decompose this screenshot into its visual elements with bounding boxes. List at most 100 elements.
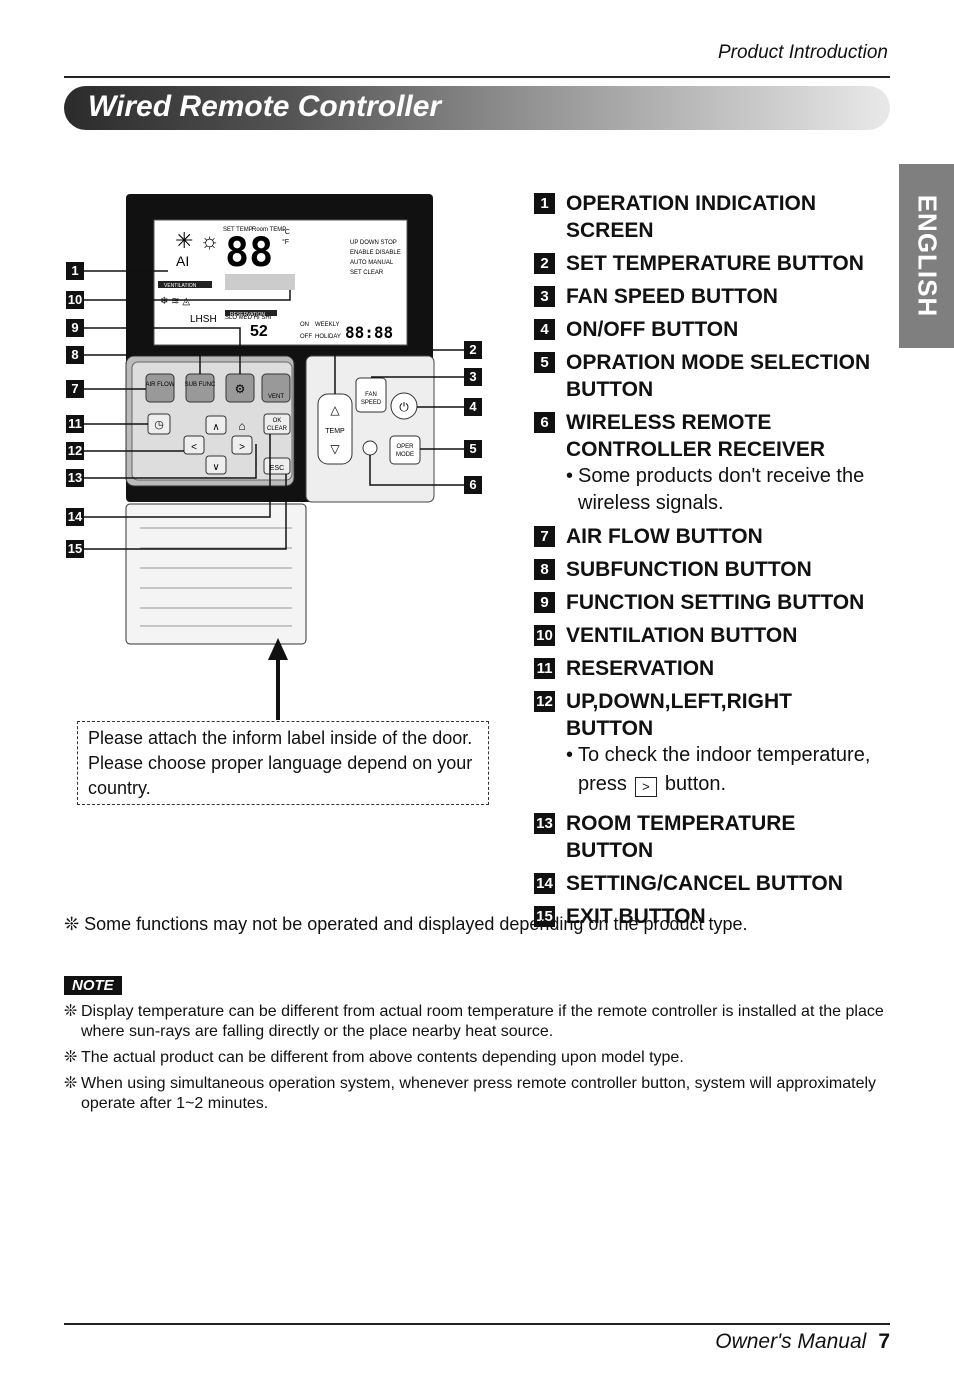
ok-clear-button: OK CLEAR	[263, 413, 291, 435]
note-symbol: ❊	[64, 1049, 78, 1066]
item-number: 3	[534, 286, 555, 307]
air-flow-button: AIR FLOW	[145, 373, 175, 403]
temp-down-icon: ▽	[330, 442, 340, 456]
item-note-text: Some products don't receive the wireless…	[578, 465, 865, 514]
item-number: 10	[534, 625, 555, 646]
esc-button: ESC	[263, 457, 291, 475]
lcd-temp-digits: 88	[225, 230, 273, 276]
item-note: •To check the indoor temperature,	[566, 744, 871, 766]
page-title: Wired Remote Controller	[88, 90, 442, 123]
footer-rule	[64, 1323, 890, 1325]
callout-10: 10	[68, 292, 82, 307]
note-item: ❊Display temperature can be different fr…	[64, 1002, 890, 1042]
up-arrow-icon: ∧	[212, 422, 219, 433]
callout-13: 13	[68, 470, 82, 485]
callout-11: 11	[68, 416, 82, 431]
lcd-clock-digits: 88:88	[345, 323, 393, 342]
power-button	[390, 392, 418, 420]
language-tab: ENGLISH	[899, 164, 954, 348]
vent-label: VENT	[268, 394, 284, 400]
title-banner: Wired Remote Controller	[64, 86, 890, 130]
lcd-set-temp: SET TEMP	[223, 227, 253, 233]
note-text: The actual product can be different from…	[81, 1049, 684, 1066]
fan-speed-button: FAN SPEED	[355, 377, 387, 413]
clear-label: CLEAR	[267, 426, 288, 432]
item-number: 9	[534, 592, 555, 613]
item-number: 4	[534, 319, 555, 340]
lcd-ai-label: AI	[176, 253, 189, 269]
language-label: ENGLISH	[912, 194, 942, 318]
lcd-fan-levels: SLO MED HI SHI	[225, 315, 272, 321]
lcd-set-clear: SET CLEAR	[350, 270, 384, 276]
item-label: AIR FLOW BUTTON	[566, 525, 763, 548]
list-item: 4 ON/OFF BUTTON	[534, 316, 884, 343]
list-item: 2 SET TEMPERATURE BUTTON	[534, 250, 884, 277]
item-label: VENTILATION BUTTON	[566, 624, 798, 647]
item-number: 6	[534, 412, 555, 433]
item-number: 11	[534, 658, 555, 679]
item-note: press>button.	[566, 771, 884, 798]
item-label: SUBFUNCTION BUTTON	[566, 558, 812, 581]
oper-mode-button: OPER MODE	[389, 435, 421, 465]
temp-up-icon: △	[330, 403, 340, 417]
lcd-on: ON	[300, 322, 309, 328]
lcd-reservation: RESERVATION	[230, 312, 265, 318]
note-item: ❊When using simultaneous operation syste…	[64, 1074, 890, 1114]
item-label: FUNCTION SETTING BUTTON	[566, 591, 865, 614]
item-number: 15	[534, 906, 555, 927]
remote-controller-diagram: ✳ ☼ 88 SET TEMP Room TEMP °C °F UP DOWN …	[66, 194, 482, 720]
svg-text:°C: °C	[282, 228, 290, 236]
room-temp-button-icon: >	[634, 776, 657, 797]
page-number: 7	[878, 1330, 890, 1353]
left-callouts: 1 10 9 8 7 11 12 13 14 15	[66, 262, 84, 558]
oper-label: OPER	[396, 444, 414, 450]
item-label: RESERVATION	[566, 657, 715, 680]
callout-14: 14	[68, 509, 83, 524]
item-number: 7	[534, 526, 555, 547]
clock-icon: ◷	[154, 419, 164, 431]
item-number: 8	[534, 559, 555, 580]
item-label: ROOM TEMPERATURE BUTTON	[566, 812, 796, 862]
sub-func-button: SUB FUNC	[185, 373, 216, 403]
right-arrow-icon: >	[239, 442, 245, 453]
note-item: ❊The actual product can be different fro…	[64, 1048, 890, 1068]
callout-6: 6	[469, 477, 476, 492]
left-arrow-icon: <	[191, 442, 197, 453]
item-label: ON/OFF BUTTON	[566, 318, 739, 341]
list-item: 11 RESERVATION	[534, 655, 884, 682]
item-label: EXIT BUTTON	[566, 905, 706, 928]
note-badge: NOTE	[64, 976, 122, 995]
item-label: SETTING/CANCEL BUTTON	[566, 872, 843, 895]
ok-label: OK	[273, 418, 282, 424]
lcd-sun-icon: ✳ ☼	[175, 228, 220, 253]
mode-label: MODE	[396, 452, 414, 458]
callout-4: 4	[469, 399, 477, 414]
list-item: 7 AIR FLOW BUTTON	[534, 523, 884, 550]
down-button	[205, 455, 227, 475]
callout-12: 12	[68, 443, 82, 458]
down-arrow-icon: ∨	[212, 462, 219, 473]
fan-label: FAN	[365, 392, 377, 398]
item-note-press: press	[578, 773, 627, 795]
list-item: 10 VENTILATION BUTTON	[534, 622, 884, 649]
item-label: FAN SPEED BUTTON	[566, 285, 778, 308]
vent-button: VENT	[261, 373, 291, 403]
item-number: 2	[534, 253, 555, 274]
air-flow-label: AIR FLOW	[145, 382, 174, 388]
lcd-holiday: HOLIDAY	[315, 334, 341, 340]
item-note-text: To check the indoor temperature,	[578, 744, 871, 766]
speed-label: SPEED	[361, 400, 382, 406]
note-text: When using simultaneous operation system…	[81, 1075, 877, 1112]
item-label: SET TEMPERATURE BUTTON	[566, 252, 864, 275]
svg-text:°F: °F	[282, 238, 289, 246]
footer-text: Owner's Manual	[715, 1330, 867, 1353]
right-callouts: 2 3 4 5 6	[464, 341, 482, 494]
callout-9: 9	[71, 320, 78, 335]
notes-list: ❊Display temperature can be different fr…	[64, 1002, 890, 1120]
